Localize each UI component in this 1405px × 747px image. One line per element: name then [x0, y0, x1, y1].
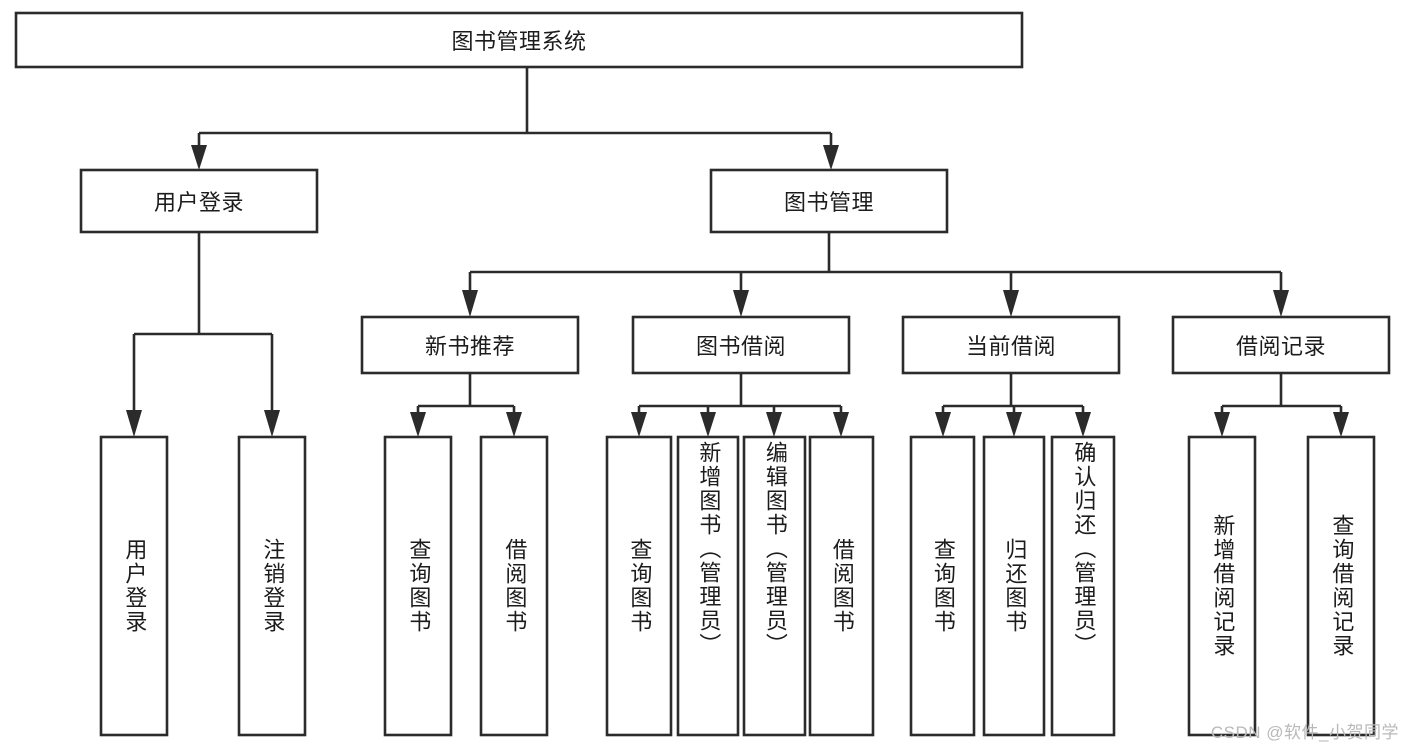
node-box-leaf-new-book-0[interactable] [383, 435, 453, 737]
node-box-user-login[interactable] [79, 168, 319, 234]
node-box-leaf-book-borrow-0[interactable] [605, 435, 673, 737]
arrowhead-icon [631, 412, 647, 437]
node-box-leaf-current-borrow-1[interactable] [982, 435, 1046, 737]
arrowhead-icon [1273, 290, 1289, 317]
node-box-leaf-user-login-0[interactable] [99, 435, 169, 737]
connector-book-borrow-to-leaves [631, 373, 849, 437]
connector-book-management-to-level3 [462, 232, 1289, 317]
arrowhead-icon [766, 412, 782, 437]
connector-borrow-record-to-leaves [1214, 373, 1349, 437]
node-box-leaf-user-login-1[interactable] [237, 435, 307, 737]
arrowhead-icon [733, 290, 749, 317]
arrowhead-icon [462, 290, 478, 317]
watermark-text: CSDN @软件_小贺同学 [1210, 723, 1399, 742]
node-box-leaf-current-borrow-0[interactable] [909, 435, 976, 737]
node-box-current-borrow[interactable] [901, 315, 1121, 375]
arrowhead-icon [506, 412, 522, 437]
arrowhead-icon [1003, 290, 1019, 317]
node-box-leaf-book-borrow-3[interactable] [808, 435, 875, 737]
arrowhead-icon [1214, 412, 1230, 437]
arrowhead-icon [935, 412, 951, 437]
arrowhead-icon [410, 412, 426, 437]
node-box-leaf-book-borrow-1[interactable] [676, 435, 740, 737]
node-box-leaf-borrow-record-0[interactable] [1187, 435, 1257, 737]
connector-user-login-to-leaves [126, 232, 280, 437]
node-box-root[interactable] [14, 11, 1024, 69]
arrowhead-icon [1006, 412, 1022, 437]
arrowhead-icon [126, 410, 142, 437]
connector-root-to-level2 [191, 67, 839, 170]
arrowhead-icon [700, 412, 716, 437]
node-box-book-borrow[interactable] [631, 315, 851, 375]
arrowhead-icon [1333, 412, 1349, 437]
arrowhead-icon [833, 412, 849, 437]
connector-new-book-to-leaves [410, 373, 522, 437]
node-box-book-management[interactable] [709, 168, 949, 234]
node-box-new-book-recommend[interactable] [360, 315, 580, 375]
node-box-leaf-borrow-record-1[interactable] [1306, 435, 1376, 737]
arrowhead-icon [1075, 412, 1091, 437]
node-box-leaf-current-borrow-2[interactable] [1050, 435, 1116, 737]
arrowhead-icon [823, 145, 839, 170]
node-box-leaf-new-book-1[interactable] [479, 435, 549, 737]
arrowhead-icon [264, 410, 280, 437]
node-box-leaf-book-borrow-2[interactable] [742, 435, 807, 737]
node-box-borrow-record[interactable] [1171, 315, 1391, 375]
connector-current-borrow-to-leaves [935, 373, 1091, 437]
arrowhead-icon [191, 145, 207, 170]
